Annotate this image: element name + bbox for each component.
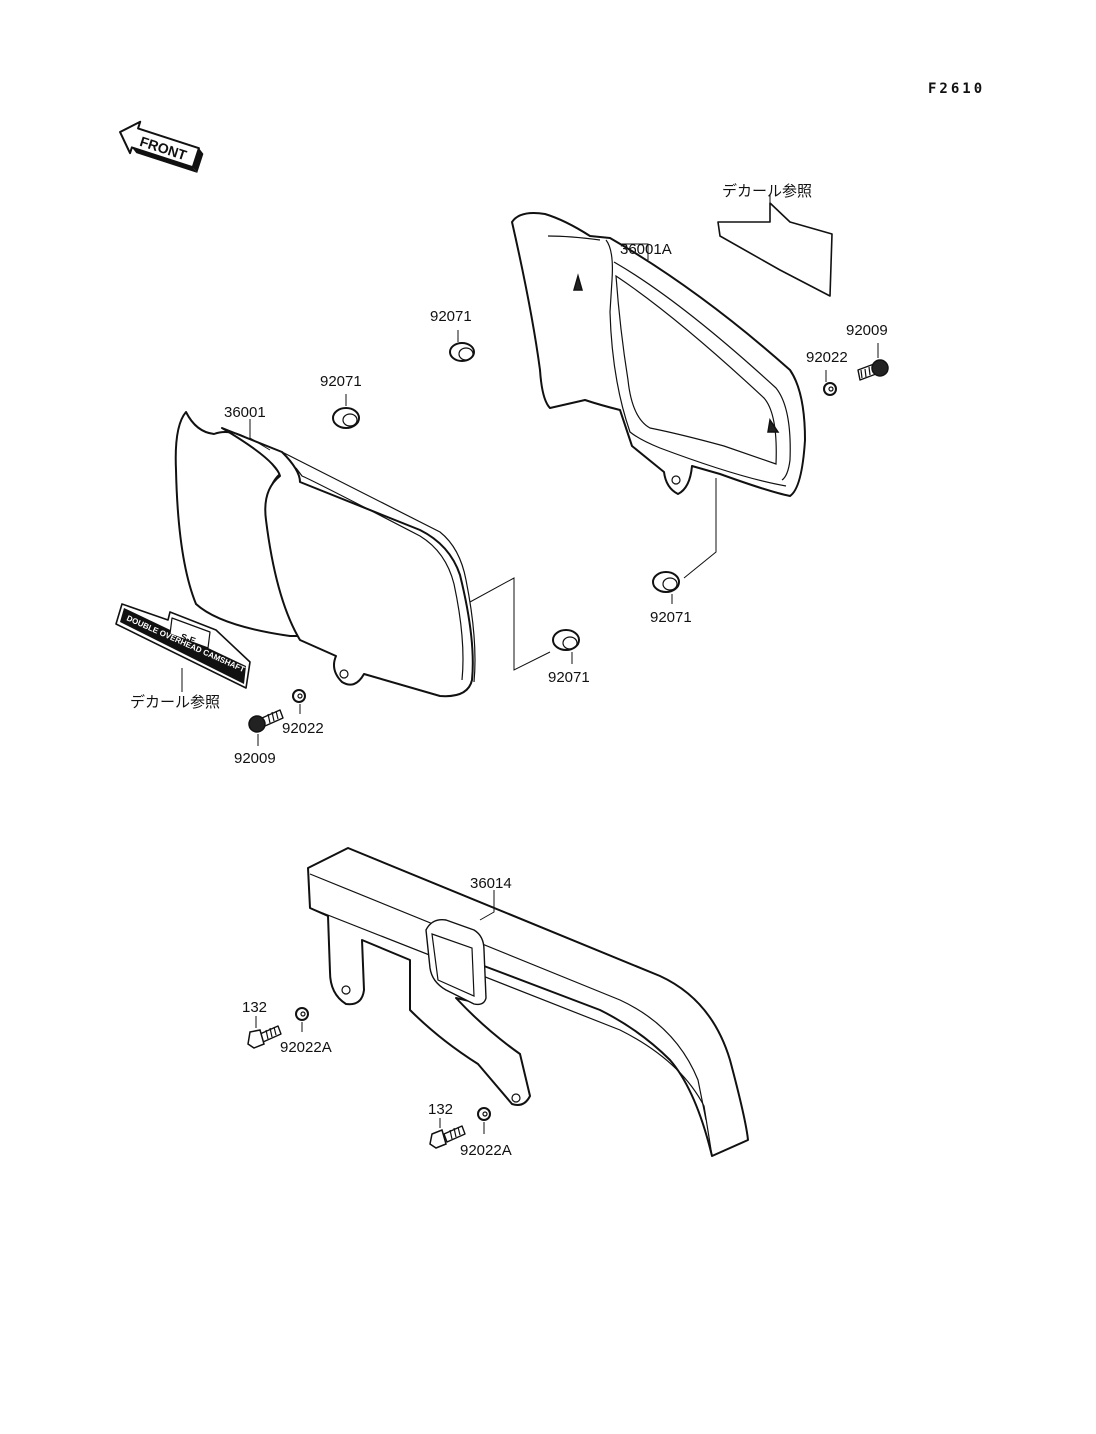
bolt-chain-2 xyxy=(429,1118,466,1149)
side-cover-left xyxy=(174,411,476,698)
decal-badge-text: S-E xyxy=(179,631,197,646)
part-label-92009-right: 92009 xyxy=(846,322,888,339)
washer-chain-1 xyxy=(295,1007,309,1032)
part-label-36001: 36001 xyxy=(224,404,266,421)
decal-right xyxy=(717,195,833,297)
washer-chain-2 xyxy=(477,1107,491,1134)
part-label-92071-left: 92071 xyxy=(320,373,362,390)
part-label-92022-right: 92022 xyxy=(806,349,848,366)
part-label-36014: 36014 xyxy=(470,875,512,892)
part-label-92022A-1: 92022A xyxy=(280,1039,332,1056)
part-label-92071-bottom: 92071 xyxy=(548,669,590,686)
decal-ref-upper-label: デカール参照 xyxy=(722,182,812,200)
part-label-132-2: 132 xyxy=(428,1101,453,1118)
grommet-left xyxy=(332,394,360,429)
part-label-92022A-2: 92022A xyxy=(460,1142,512,1159)
part-label-92071-right: 92071 xyxy=(650,609,692,626)
bolt-chain-1 xyxy=(247,1016,282,1049)
grommet-right xyxy=(652,571,680,604)
front-arrow-icon: FRONT xyxy=(119,120,204,173)
chain-cover xyxy=(307,847,749,1157)
washer-right xyxy=(823,370,837,396)
grommet-top xyxy=(449,330,475,362)
bolt-left xyxy=(248,709,284,746)
part-label-92022-left: 92022 xyxy=(282,720,324,737)
part-label-92009-left: 92009 xyxy=(234,750,276,767)
part-label-132-1: 132 xyxy=(242,999,267,1016)
washer-left xyxy=(292,689,306,714)
figure-number: F2610 xyxy=(928,81,985,97)
bolt-right xyxy=(857,343,889,381)
leader-right-grommet xyxy=(683,478,717,579)
decal-ref-lower-label: デカール参照 xyxy=(130,693,220,711)
grommet-bottom xyxy=(552,629,580,664)
side-cover-right xyxy=(511,212,806,497)
leader-cover-grommet xyxy=(469,577,551,671)
part-label-36001A: 36001A xyxy=(620,241,672,258)
part-label-92071-top: 92071 xyxy=(430,308,472,325)
